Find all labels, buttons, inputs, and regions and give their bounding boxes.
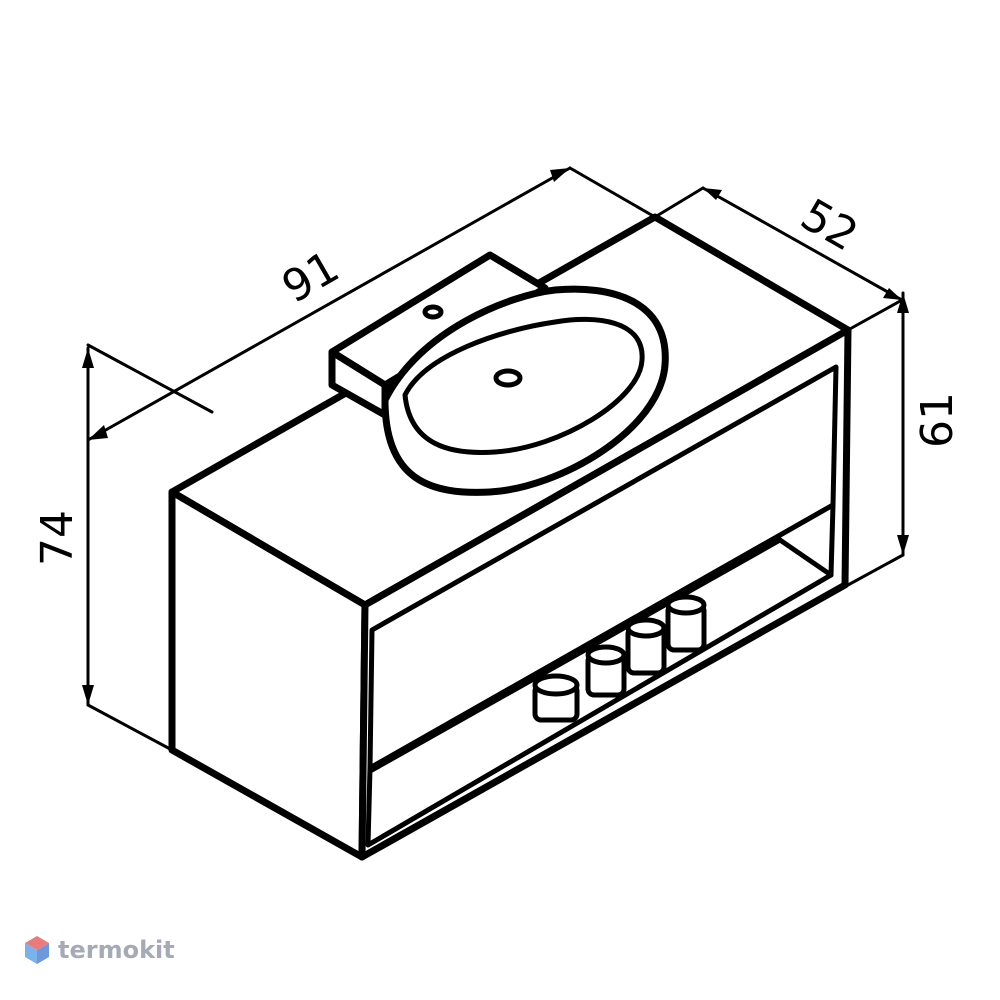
brand-name: termokit [58, 936, 175, 964]
brand-logo-icon [25, 936, 49, 964]
depth-label: 52 [792, 189, 866, 261]
washbasin [328, 251, 669, 496]
shelf-items [532, 594, 707, 723]
dimension-cabinet-height: 61 [846, 291, 963, 587]
cabinet-height-label: 61 [912, 392, 963, 448]
shelf-inner-edge [369, 537, 783, 773]
dimension-total-height: 74 [32, 346, 174, 752]
logo-right-face [37, 943, 49, 964]
shelf-back-edge [777, 537, 834, 578]
towel-roll-1 [532, 673, 580, 723]
width-label: 91 [274, 241, 348, 313]
towel-roll-2 [585, 644, 627, 698]
basin-bowl-inner [402, 316, 645, 455]
tap-hole [422, 304, 444, 320]
watermark: termokit [24, 935, 175, 965]
total-height-label: 74 [32, 510, 83, 566]
towel-roll-4 [665, 594, 707, 653]
towel-roll-3 [625, 617, 667, 676]
drain-hole [493, 368, 523, 388]
logo-left-face [25, 943, 37, 964]
